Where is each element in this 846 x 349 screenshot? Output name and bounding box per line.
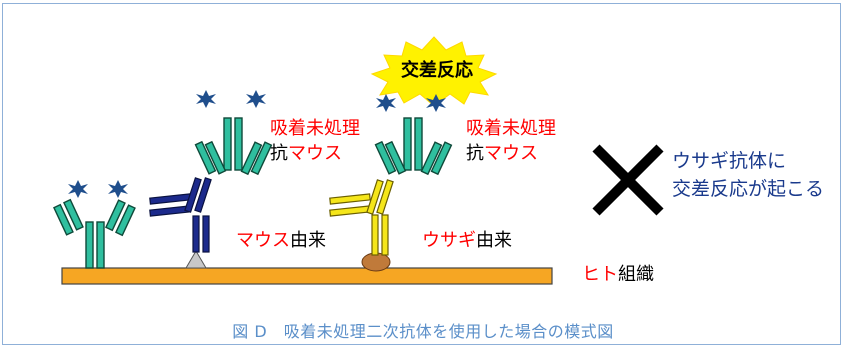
- mouse-word-2: マウス: [484, 143, 538, 164]
- rabbit-derived-suffix: 由来: [476, 230, 512, 251]
- star-icon: [246, 90, 266, 108]
- antibody-yellow: [329, 179, 394, 256]
- label-unadsorbed-2: 吸着未処理: [466, 118, 556, 139]
- label-rabbit-derived: ウサギ由来: [422, 232, 512, 250]
- cross-reaction-burst-label: 交差反応: [401, 60, 473, 81]
- mouse-word-1: マウス: [288, 143, 342, 164]
- label-anti-mouse-2: 抗マウス: [466, 145, 538, 163]
- human-tissue-red: ヒト: [582, 264, 618, 285]
- figure-caption: 図 D 吸着未処理二次抗体を使用した場合の模式図: [232, 322, 614, 341]
- rabbit-derived-red: ウサギ: [422, 230, 476, 251]
- tissue-bar: [61, 267, 553, 285]
- anti-prefix-1: 抗: [270, 143, 288, 164]
- label-anti-mouse-1: 抗マウス: [270, 145, 342, 163]
- label-cross-line1: ウサギ抗体に: [672, 150, 787, 172]
- mouse-derived-red: マウス: [236, 230, 290, 251]
- label-human-tissue: ヒト組織: [582, 266, 654, 284]
- cross-mark-icon: [592, 144, 664, 216]
- human-tissue-suffix: 組織: [618, 264, 654, 285]
- label-mouse-derived: マウス由来: [236, 232, 326, 250]
- label-cross-line2: 交差反応が起こる: [672, 178, 825, 200]
- antigen-blob: [361, 252, 391, 272]
- mouse-derived-suffix: 由来: [290, 230, 326, 251]
- star-icon: [376, 94, 396, 112]
- label-stars: [68, 90, 446, 198]
- antibody-navy: [149, 177, 212, 253]
- antibody-green-right: [374, 117, 453, 176]
- star-icon: [196, 90, 216, 108]
- antigen-triangle: [185, 250, 207, 269]
- star-icon: [108, 180, 128, 198]
- antibody-green-left: [53, 198, 136, 269]
- label-unadsorbed-1: 吸着未処理: [270, 118, 360, 139]
- star-icon: [426, 94, 446, 112]
- star-icon: [68, 180, 88, 198]
- antibody-green-mid: [194, 117, 273, 176]
- anti-prefix-2: 抗: [466, 143, 484, 164]
